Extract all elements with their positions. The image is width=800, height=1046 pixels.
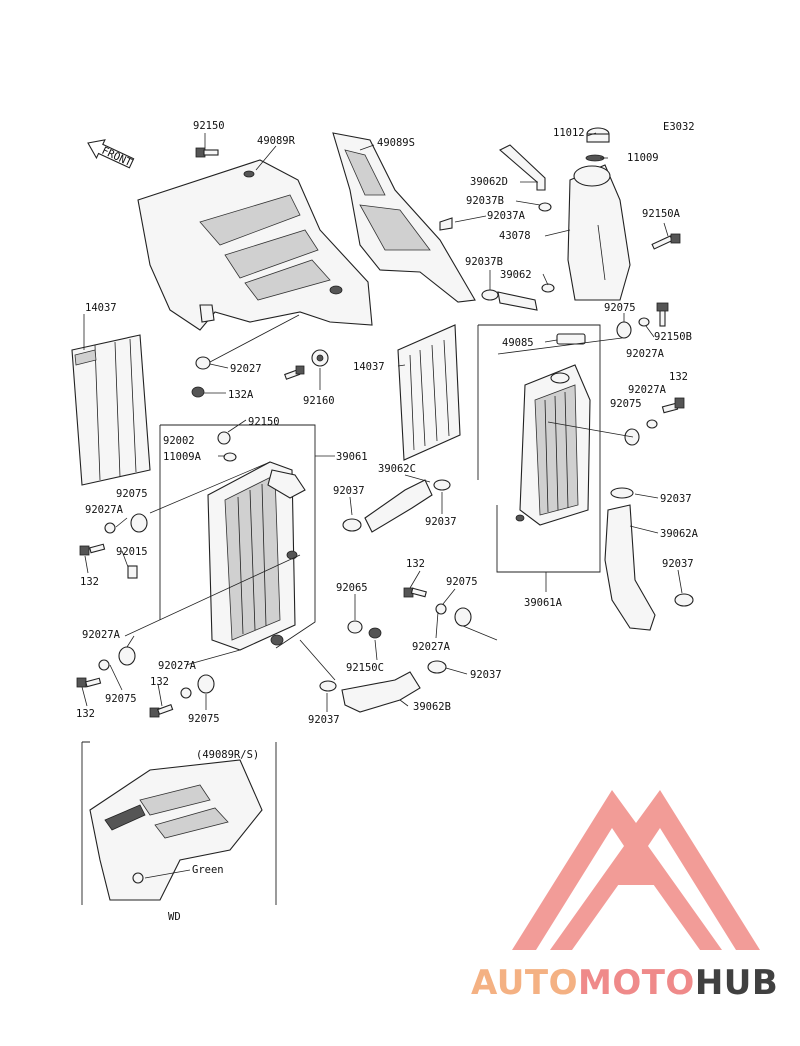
hose-39062a	[604, 487, 694, 631]
label-92002: 92002	[163, 435, 195, 447]
label-11012: 11012	[553, 127, 585, 139]
hardware-left	[76, 513, 215, 718]
label-132a: 132A	[228, 389, 254, 401]
radiator-guard-left-14037	[71, 334, 151, 486]
watermark-moto: MOTO	[578, 963, 695, 1003]
label-39062d: 39062D	[470, 176, 508, 188]
label-92065: 92065	[336, 582, 368, 594]
hose-39062	[481, 283, 555, 311]
label-92037-r1: 92037	[660, 493, 692, 505]
label-39062c: 39062C	[378, 463, 416, 475]
label-14037: 14037	[85, 302, 117, 314]
radiator-shroud-left-49089s	[332, 132, 476, 303]
frame-right-radiator	[477, 324, 601, 573]
watermark-text: AUTOMOTOHUB	[471, 963, 778, 1003]
radiator-left-39061	[207, 431, 306, 651]
label-92027: 92027	[230, 363, 262, 375]
label-39062b: 39062B	[413, 701, 451, 713]
radiator-right-cap-49085	[556, 333, 586, 345]
label-92027a-2: 92027A	[628, 384, 667, 396]
watermark-inner-shape	[604, 840, 668, 885]
radiator-shroud-right-49089r	[137, 159, 373, 331]
label-92150: 92150	[193, 120, 225, 132]
watermark-auto: AUTO	[471, 963, 578, 1003]
label-92037b-2: 92037B	[465, 256, 503, 268]
label-92027a-l2: 92027A	[82, 629, 121, 641]
watermark-logo-icon	[512, 790, 760, 950]
label-92037a: 92037A	[487, 210, 526, 222]
bolt-92150-top	[195, 147, 219, 158]
label-92037b: 92037B	[466, 195, 504, 207]
label-92027a-l3: 92027A	[158, 660, 197, 672]
label-39062: 39062	[500, 269, 532, 281]
label-92075-2: 92075	[610, 398, 642, 410]
label-92150-mid: 92150	[248, 416, 280, 428]
label-92027a-l1: 92027A	[85, 504, 124, 516]
label-92150b: 92150B	[654, 331, 692, 343]
label-39061: 39061	[336, 451, 368, 463]
front-arrow-icon: FRONT	[87, 139, 135, 170]
label-132-l1: 132	[80, 576, 99, 588]
label-92027a: 92027A	[626, 348, 665, 360]
label-92037-c2: 92037	[425, 516, 457, 528]
label-92150a: 92150A	[642, 208, 681, 220]
label-132-l2: 132	[150, 676, 169, 688]
hose-39062c	[342, 479, 451, 533]
label-132: 132	[669, 371, 688, 383]
label-92037-c3: 92037	[470, 669, 502, 681]
front-label: FRONT	[100, 145, 134, 170]
reserve-tank-43078	[567, 127, 681, 301]
inset-shroud-49089rs	[89, 759, 263, 901]
ref-code: E3032	[663, 121, 695, 133]
label-43078: 43078	[499, 230, 531, 242]
radiator-guard-center-14037	[397, 324, 461, 461]
watermark-hub: HUB	[695, 963, 778, 1003]
label-39062a: 39062A	[660, 528, 699, 540]
label-11009a: 11009A	[163, 451, 202, 463]
model-code: WD	[168, 911, 181, 923]
hardware-shroud-left	[191, 304, 329, 398]
label-11009: 11009	[627, 152, 659, 164]
watermark-logo	[512, 790, 760, 950]
label-39061a: 39061A	[524, 597, 563, 609]
label-92037-c4: 92037	[308, 714, 340, 726]
label-132-l3: 132	[76, 708, 95, 720]
label-14037-center: 14037	[353, 361, 385, 373]
leader-lines	[81, 132, 683, 879]
label-92150c: 92150C	[346, 662, 384, 674]
label-49089r: 49089R	[257, 135, 296, 147]
label-92075-l2: 92075	[105, 693, 137, 705]
hardware-center	[319, 587, 472, 692]
part-labels: 92150 49089R 49089S 11012 11009 39062D 9…	[76, 120, 699, 923]
label-92037-c1: 92037	[333, 485, 365, 497]
label-92037-r2: 92037	[662, 558, 694, 570]
inset-title: (49089R/S)	[196, 749, 259, 761]
inset-frame	[81, 741, 277, 905]
label-92027a-c: 92027A	[412, 641, 451, 653]
label-92160: 92160	[303, 395, 335, 407]
label-49085: 49085	[502, 337, 534, 349]
inset-note-green: Green	[192, 864, 224, 876]
label-92075-c: 92075	[446, 576, 478, 588]
label-92075-l3: 92075	[188, 713, 220, 725]
clamps-92037b-92037a	[439, 202, 552, 231]
hose-39062b	[341, 671, 421, 713]
label-132-c: 132	[406, 558, 425, 570]
label-92075-l1: 92075	[116, 488, 148, 500]
label-92015: 92015	[116, 546, 148, 558]
label-92075: 92075	[604, 302, 636, 314]
radiator-right-39061a	[515, 364, 591, 526]
frame-left-radiator	[159, 424, 316, 649]
label-49089s: 49089S	[377, 137, 415, 149]
